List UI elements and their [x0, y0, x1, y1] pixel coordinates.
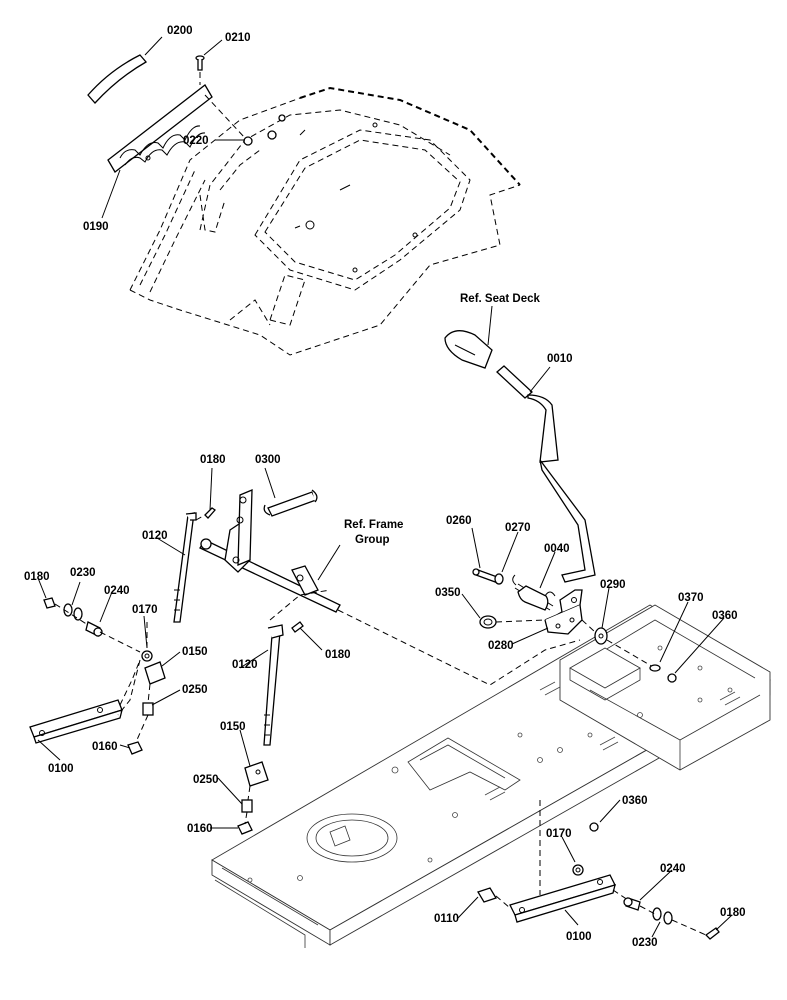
trunnion-0150-right	[244, 761, 269, 787]
callout-0270: 0270	[505, 522, 531, 534]
seat-adjust-plate	[107, 84, 213, 173]
bracket-0100-left	[29, 699, 123, 744]
nut-0170-left	[141, 650, 153, 662]
link-0300	[263, 489, 318, 517]
washer-0270	[494, 573, 504, 585]
ref-frame-label-line2: Group	[355, 534, 390, 546]
callout-0250-right: 0250	[193, 774, 219, 786]
callout-0150-right: 0150	[220, 721, 246, 733]
cotter-pin-0180-bottom	[704, 927, 720, 940]
callout-0170-left: 0170	[132, 604, 158, 616]
ref-frame-label-line1: Ref. Frame	[344, 519, 403, 531]
callout-0160-left: 0160	[92, 741, 118, 753]
lift-rod-left	[173, 512, 197, 623]
bolt-0210	[195, 55, 205, 71]
bolt-0110	[477, 887, 497, 903]
callout-0210: 0210	[225, 32, 251, 44]
washer-0370	[649, 664, 661, 672]
lever-0010	[444, 330, 596, 583]
pin-0240-right	[623, 897, 641, 911]
tractor-frame	[211, 604, 771, 948]
pin-0240-left	[85, 621, 103, 637]
callout-0250-left: 0250	[182, 684, 208, 696]
callout-0260: 0260	[446, 515, 472, 527]
trunnion-0150-left	[144, 661, 166, 685]
callout-0120-left: 0120	[142, 530, 168, 542]
callout-0350: 0350	[435, 587, 461, 599]
callout-0110: 0110	[434, 913, 459, 925]
callout-0150-left: 0150	[182, 646, 208, 658]
bracket-0280	[544, 589, 583, 635]
spacer-0250-right	[241, 799, 253, 813]
seat-deck-reference	[129, 86, 521, 356]
ref-seat-deck-label: Ref. Seat Deck	[460, 293, 541, 305]
callout-0230-left: 0230	[70, 567, 96, 579]
callout-0300: 0300	[255, 454, 281, 466]
callout-0180-top: 0180	[200, 454, 226, 466]
washer-0290	[594, 627, 608, 645]
callout-0190: 0190	[83, 221, 109, 233]
nut-0360-top	[667, 673, 677, 683]
nuts-0220	[243, 114, 286, 146]
callout-0290: 0290	[600, 579, 626, 591]
cotter-pin-0180-left	[43, 597, 56, 609]
cotter-pin-0180-mid	[291, 621, 304, 633]
decal-strip	[87, 54, 148, 104]
callout-0180-bottom: 0180	[720, 907, 746, 919]
callout-0370: 0370	[678, 592, 704, 604]
callout-0360-bottom: 0360	[622, 795, 648, 807]
spacer-0350	[479, 615, 497, 629]
callout-0230-right: 0230	[632, 937, 658, 949]
spring-0040	[512, 574, 556, 611]
callout-0240-right: 0240	[660, 863, 686, 875]
callout-0360-top: 0360	[712, 610, 738, 622]
lift-rod-right	[263, 624, 284, 746]
callout-0160-right: 0160	[187, 823, 213, 835]
washers-0230-right	[652, 907, 673, 925]
cotter-pin-0180-top	[204, 507, 216, 519]
callout-0240-left: 0240	[104, 585, 130, 597]
callout-labels: 0200 0210 0220 0190 Ref. Seat Deck 0010 …	[24, 25, 746, 949]
callout-0170-right: 0170	[546, 828, 572, 840]
callout-0010: 0010	[547, 353, 573, 365]
callout-0180-mid: 0180	[325, 649, 351, 661]
callout-0220: 0220	[183, 135, 209, 147]
callout-0120-right: 0120	[232, 659, 258, 671]
callout-0200: 0200	[167, 25, 193, 37]
callout-0100-left: 0100	[48, 763, 74, 775]
callout-0040: 0040	[544, 543, 570, 555]
callout-0180-left: 0180	[24, 571, 50, 583]
callout-0100-right: 0100	[566, 931, 592, 943]
callout-0280: 0280	[488, 640, 514, 652]
bracket-0100-right	[509, 874, 616, 923]
leader-lines	[37, 36, 733, 938]
nut-0160-left	[127, 741, 143, 755]
nut-0170-right	[572, 864, 584, 876]
spacer-0250-left	[142, 702, 154, 716]
nut-0360-bottom	[589, 822, 599, 832]
